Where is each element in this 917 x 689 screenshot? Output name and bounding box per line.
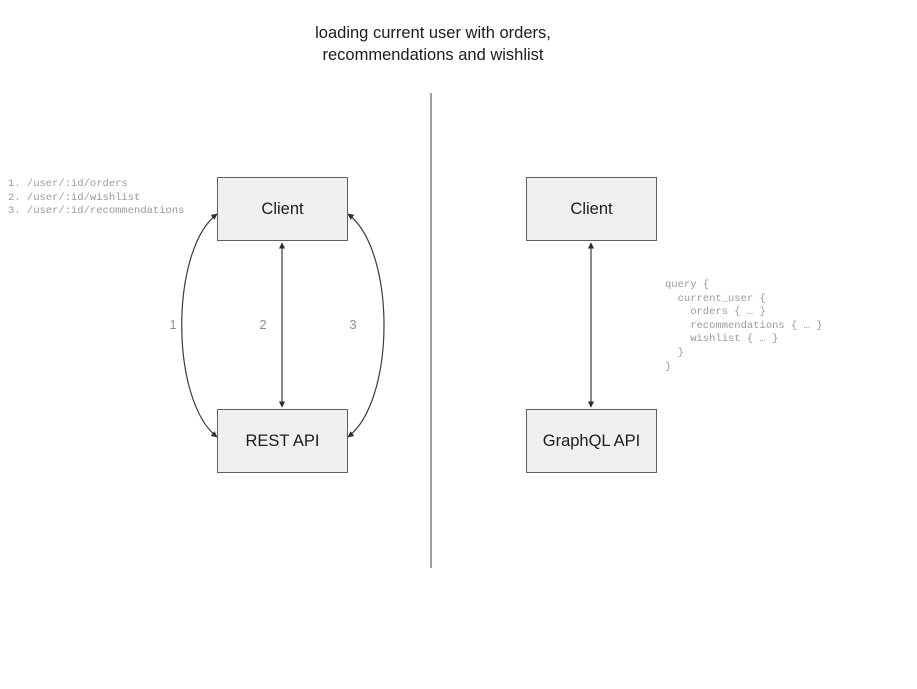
node-client-rest[interactable]: Client <box>217 177 348 241</box>
node-client-graphql[interactable]: Client <box>526 177 657 241</box>
node-rest-api[interactable]: REST API <box>217 409 348 473</box>
edge-label-1: 1 <box>169 317 177 332</box>
diagram-title: loading current user with orders, recomm… <box>315 24 551 64</box>
edge-1-arrow <box>181 213 218 438</box>
edge-3-arrow <box>347 213 385 438</box>
rest-endpoints-list: 1. /user/:id/orders 2. /user/:id/wishlis… <box>8 178 185 218</box>
edge-label-3: 3 <box>349 317 357 332</box>
edge-label-2: 2 <box>259 317 267 332</box>
node-graphql-api[interactable]: GraphQL API <box>526 409 657 473</box>
graphql-query-snippet: query { current_user { orders { … } reco… <box>665 279 823 373</box>
